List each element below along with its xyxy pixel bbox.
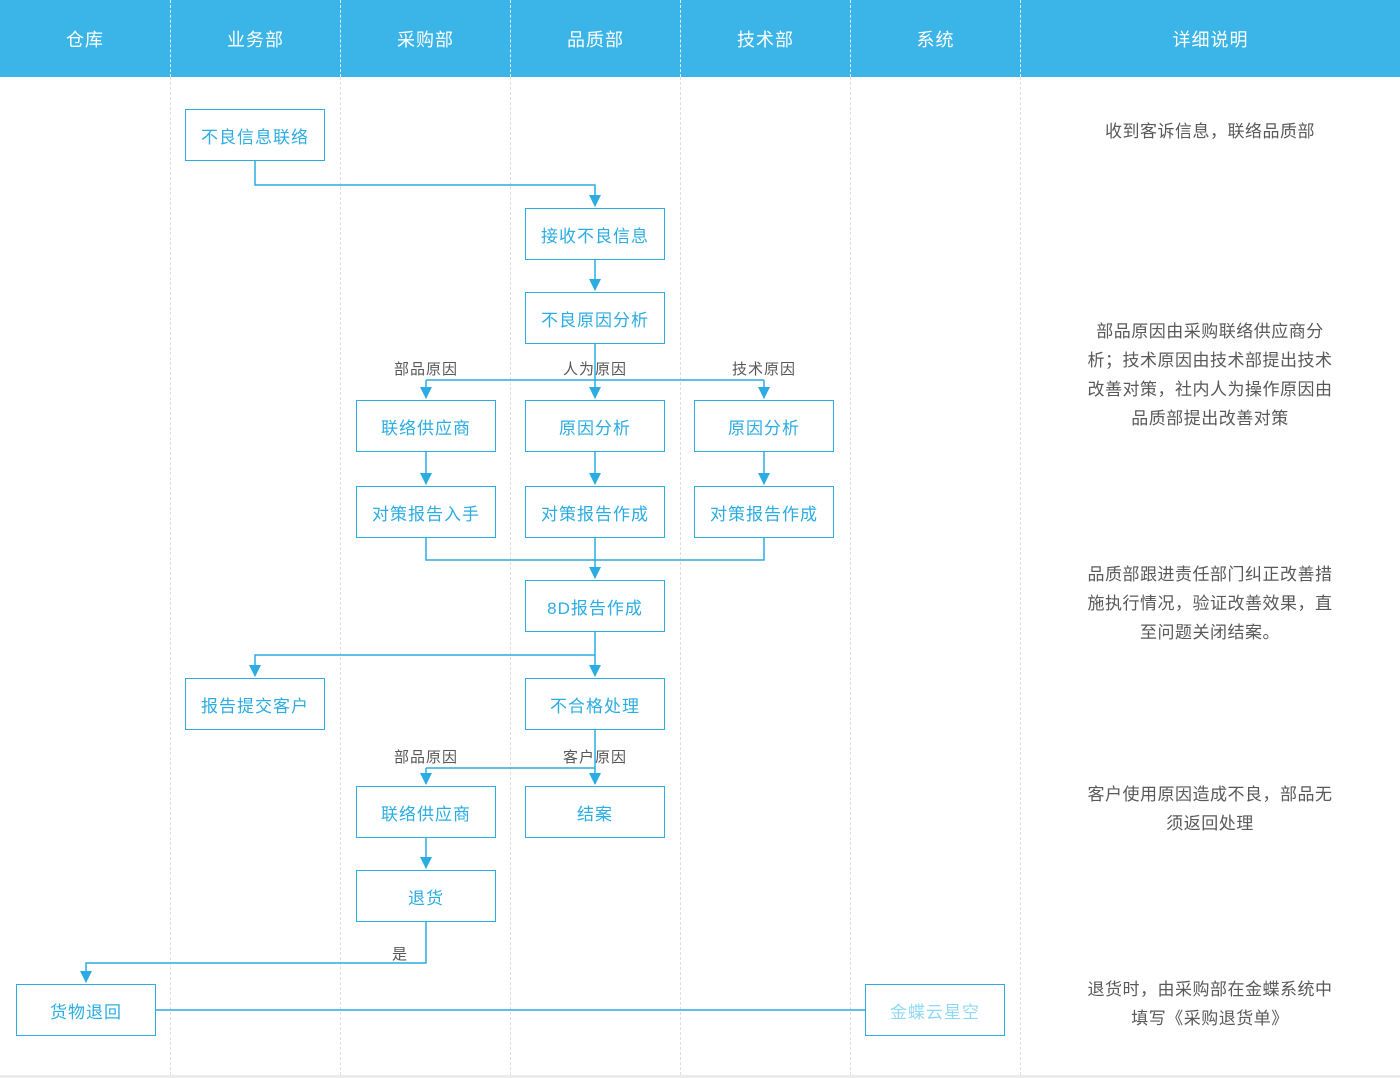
flow-node-8d-report: 8D报告作成 [525,580,665,632]
lane-divider [850,77,851,1075]
lane-header-technology: 技术部 [680,0,850,77]
flow-node-bad-cause-analysis: 不良原因分析 [525,292,665,344]
flow-node-nonconforming-handle: 不合格处理 [525,678,665,730]
edge-label-human-cause: 人为原因 [562,361,627,378]
detail-note-1: 收到客诉信息，联络品质部 [1105,122,1315,141]
edge-label-tech-cause: 技术原因 [731,361,796,378]
lane-header-business: 业务部 [170,0,340,77]
lane-header-system: 系统 [850,0,1020,77]
detail-note-5: 退货时，由采购部在金蝶系统中 填写《采购退货单》 [1087,980,1333,1028]
detail-note-4: 客户使用原因造成不良，部品无 须返回处理 [1087,785,1333,833]
flow-node-cause-analysis-tech: 原因分析 [694,400,834,452]
lane-header-details: 详细说明 [1020,0,1400,77]
edge-label-parts-cause-1: 部品原因 [393,361,458,378]
swimlane-header: 仓库 业务部 采购部 品质部 技术部 系统 详细说明 [0,0,1400,77]
flow-node-report-create-tech: 对策报告作成 [694,486,834,538]
flow-node-bad-info-contact: 不良信息联络 [185,109,325,161]
flow-node-close-case: 结案 [525,786,665,838]
flow-node-report-create-human: 对策报告作成 [525,486,665,538]
lane-header-quality: 品质部 [510,0,680,77]
lane-divider [510,77,511,1075]
lane-divider [340,77,341,1075]
lane-header-purchasing: 采购部 [340,0,510,77]
flow-node-contact-supplier-1: 联络供应商 [356,400,496,452]
flow-node-return-goods: 退货 [356,870,496,922]
flow-node-goods-returned: 货物退回 [16,984,156,1036]
flow-node-cause-analysis-human: 原因分析 [525,400,665,452]
edge-label-customer-cause: 客户原因 [562,749,627,766]
edge-label-yes: 是 [391,946,408,963]
lane-divider [1020,77,1021,1075]
lane-divider [680,77,681,1075]
bottom-border [0,1075,1400,1078]
lane-divider [170,77,171,1075]
flow-node-receive-bad-info: 接收不良信息 [525,208,665,260]
flow-node-contact-supplier-2: 联络供应商 [356,786,496,838]
flow-node-submit-report-customer: 报告提交客户 [185,678,325,730]
detail-note-2: 部品原因由采购联络供应商分 析；技术原因由技术部提出技术 改善对策，社内人为操作… [1087,322,1333,428]
edge-label-parts-cause-2: 部品原因 [393,749,458,766]
flow-node-report-obtain: 对策报告入手 [356,486,496,538]
detail-note-3: 品质部跟进责任部门纠正改善措 施执行情况，验证改善效果，直 至问题关闭结案。 [1087,565,1333,642]
lane-header-warehouse: 仓库 [66,29,104,50]
flow-node-kingdee-cloud: 金蝶云星空 [865,984,1005,1036]
